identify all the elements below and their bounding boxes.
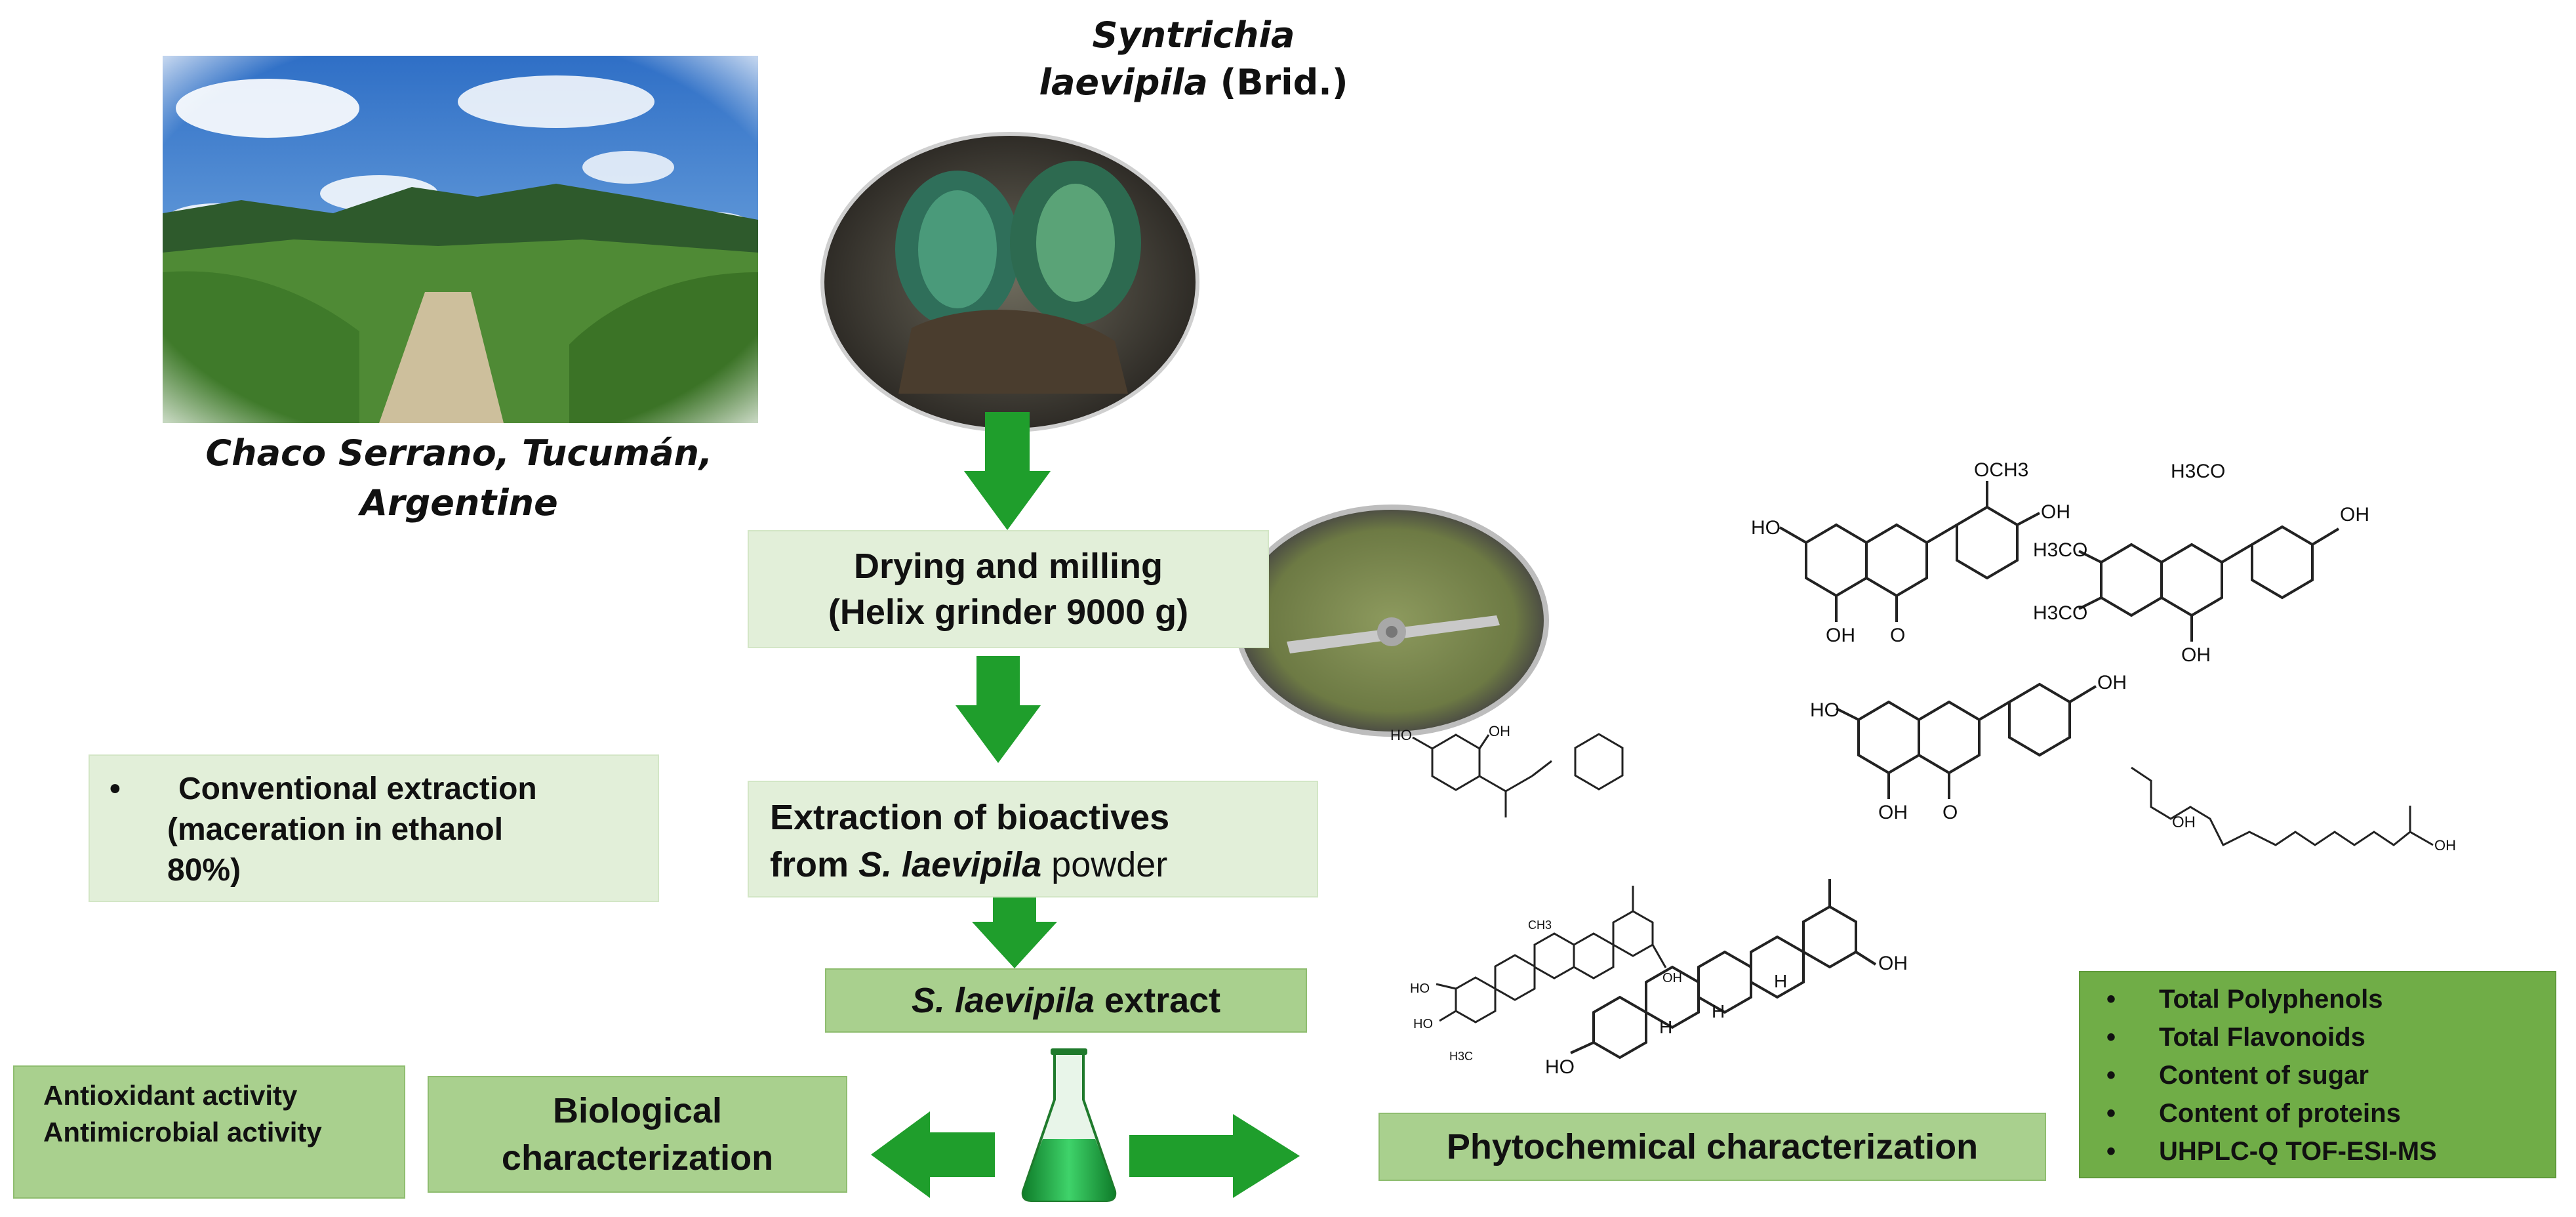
conventional-line1: Conventional extraction xyxy=(178,772,537,806)
conventional-line2: (maceration in ethanol xyxy=(167,812,504,847)
conventional-extraction-box: •Conventional extraction (maceration in … xyxy=(89,754,659,902)
moss-photo xyxy=(820,131,1200,433)
analysis-item: Total Polyphenols xyxy=(2080,980,2555,1018)
arrow-down-1 xyxy=(964,412,1051,530)
arrow-down-3 xyxy=(972,897,1057,968)
location-line1: Chaco Serrano, Tucumán, xyxy=(205,432,713,474)
fatty-acid-structure xyxy=(2131,766,2434,847)
label-h: H xyxy=(1712,1001,1725,1021)
label-oh: OH xyxy=(2434,837,2456,854)
extraction-line2-suffix: powder xyxy=(1041,845,1168,884)
extraction-line2-prefix: from xyxy=(770,845,858,884)
extract-suffix: extract xyxy=(1095,981,1221,1020)
label-ho: HO xyxy=(1413,1017,1433,1031)
extraction-box: Extraction of bioactives from S. laevipi… xyxy=(748,781,1318,897)
analyses-list: Total Polyphenols Total Flavonoids Conte… xyxy=(2080,980,2555,1170)
arrow-right xyxy=(1129,1114,1300,1198)
label-ho: HO xyxy=(1390,727,1412,743)
analysis-item: UHPLC-Q TOF-ESI-MS xyxy=(2080,1132,2555,1170)
flask-icon xyxy=(1016,1047,1121,1205)
label-h3co: H3CO xyxy=(2033,602,2088,624)
label-oh: OH xyxy=(2041,501,2070,523)
location-caption: Chaco Serrano, Tucumán, Argentine xyxy=(131,428,787,528)
flavone-apigenin-structure xyxy=(1836,682,2097,799)
chemical-structures xyxy=(1412,481,2434,1060)
label-oh: OH xyxy=(1878,802,1908,823)
phytochemical-box: Phytochemical characterization xyxy=(1379,1113,2046,1181)
label-o: O xyxy=(1942,802,1958,823)
species-author: (Brid.) xyxy=(1207,62,1348,103)
location-line2: Argentine xyxy=(360,482,558,524)
triterpene-acid-2-structure xyxy=(1570,879,1877,1060)
label-ho: HO xyxy=(1751,517,1781,539)
biological-box: Biological characterization xyxy=(428,1076,847,1193)
label-oh: OH xyxy=(2181,644,2211,666)
analysis-item: Total Flavonoids xyxy=(2080,1018,2555,1056)
label-ho: HO xyxy=(1810,699,1840,721)
analysis-item: Content of proteins xyxy=(2080,1094,2555,1132)
label-oh: OH xyxy=(2172,814,2196,831)
chalcone-structure xyxy=(1412,733,1624,817)
label-oh: OH xyxy=(1826,625,1855,646)
phytochemical-label: Phytochemical characterization xyxy=(1446,1127,1979,1166)
drying-milling-box: Drying and milling (Helix grinder 9000 g… xyxy=(748,530,1269,648)
extraction-line1: Extraction of bioactives xyxy=(770,798,1170,837)
activity-antimicrobial: Antimicrobial activity xyxy=(43,1117,322,1147)
biological-line1: Biological xyxy=(552,1091,723,1130)
label-oh: OH xyxy=(1878,953,1908,974)
activity-antioxidant: Antioxidant activity xyxy=(43,1080,298,1111)
biological-line2: characterization xyxy=(501,1138,774,1178)
flavone-methoxy-structure xyxy=(1779,481,2040,622)
drying-line1: Drying and milling xyxy=(853,547,1163,586)
triterpene-acid-1-structure xyxy=(1436,886,1667,1023)
label-oh: OH xyxy=(1489,723,1510,739)
label-h: H xyxy=(1659,1017,1673,1037)
label-oh: OH xyxy=(2097,672,2127,693)
label-oh: OH xyxy=(1662,971,1682,985)
extract-italic: S. laevipila xyxy=(911,981,1095,1020)
landscape-photo xyxy=(163,56,758,423)
arrow-down-2 xyxy=(956,656,1041,763)
extract-box: S. laevipila extract xyxy=(825,968,1307,1033)
species-genus: Syntrichia xyxy=(1092,14,1295,56)
species-epithet: laevipila xyxy=(1039,62,1208,103)
activities-box: Antioxidant activity Antimicrobial activ… xyxy=(13,1065,405,1199)
analysis-item: Content of sugar xyxy=(2080,1056,2555,1094)
species-caption: Syntrichia laevipila (Brid.) xyxy=(1023,12,1364,106)
label-ho: HO xyxy=(1410,981,1430,996)
label-h3co: H3CO xyxy=(2171,461,2226,482)
analyses-box: Total Polyphenols Total Flavonoids Conte… xyxy=(2079,971,2556,1178)
label-h: H xyxy=(1774,971,1788,991)
label-h3c: H3C xyxy=(1449,1050,1474,1063)
label-o: O xyxy=(1890,625,1906,646)
label-oh: OH xyxy=(2340,504,2369,526)
label-ho: HO xyxy=(1545,1056,1575,1078)
flavone-dimethoxy-structure xyxy=(2078,525,2340,642)
label-och3: OCH3 xyxy=(1974,459,2029,481)
label-ch3: CH3 xyxy=(1528,918,1552,932)
label-h3co: H3CO xyxy=(2033,539,2088,561)
drying-line2: (Helix grinder 9000 g) xyxy=(828,592,1189,632)
extraction-line2-italic: S. laevipila xyxy=(858,845,1042,884)
conventional-line3: 80%) xyxy=(167,853,241,888)
arrow-left xyxy=(871,1111,995,1198)
structure-labels: OCH3 OH HO OH O OH H3CO H3CO H3CO OH OH … xyxy=(1377,459,2576,1115)
